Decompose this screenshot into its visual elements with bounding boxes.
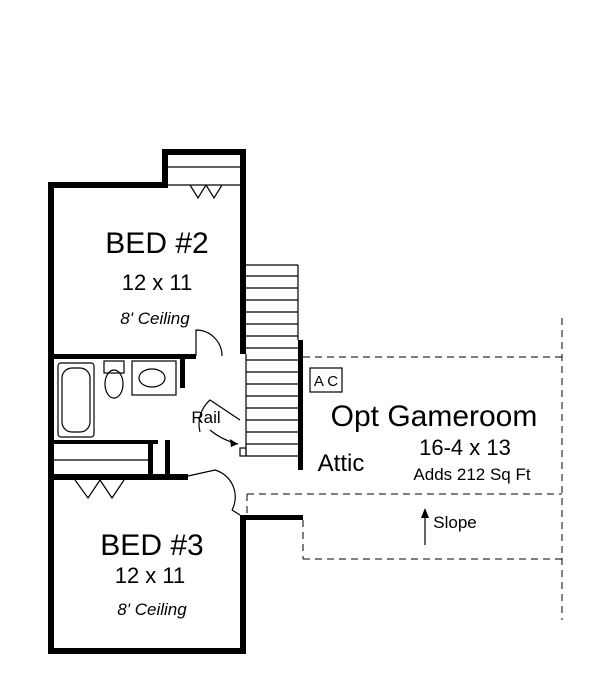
rail-label: Rail <box>191 408 220 427</box>
bed2-ceiling: 8' Ceiling <box>120 309 190 328</box>
attic-label: Attic <box>318 450 365 477</box>
slope-label: Slope <box>433 513 476 532</box>
windows <box>50 235 200 654</box>
rail-arrow-icon <box>209 429 239 447</box>
bed3-ceiling: 8' Ceiling <box>117 600 187 619</box>
ac-box <box>309 367 343 393</box>
bed2-name: BED #2 <box>105 227 208 260</box>
bed3-name: BED #3 <box>100 529 203 562</box>
bath-fixtures <box>57 360 177 438</box>
slope-arrow-icon <box>421 508 429 545</box>
bed3-size: 12 x 11 <box>115 563 186 588</box>
closet-doors <box>54 166 240 500</box>
stairs <box>239 264 299 457</box>
bed2-size: 12 x 11 <box>122 270 193 295</box>
gameroom-adds: Adds 212 Sq Ft <box>413 465 530 484</box>
gameroom-outline <box>246 318 563 620</box>
door-swings <box>187 329 241 516</box>
ac-label: A C <box>314 373 338 390</box>
gameroom-size: 16-4 x 13 <box>419 435 511 460</box>
gameroom-name: Opt Gameroom <box>331 400 538 433</box>
